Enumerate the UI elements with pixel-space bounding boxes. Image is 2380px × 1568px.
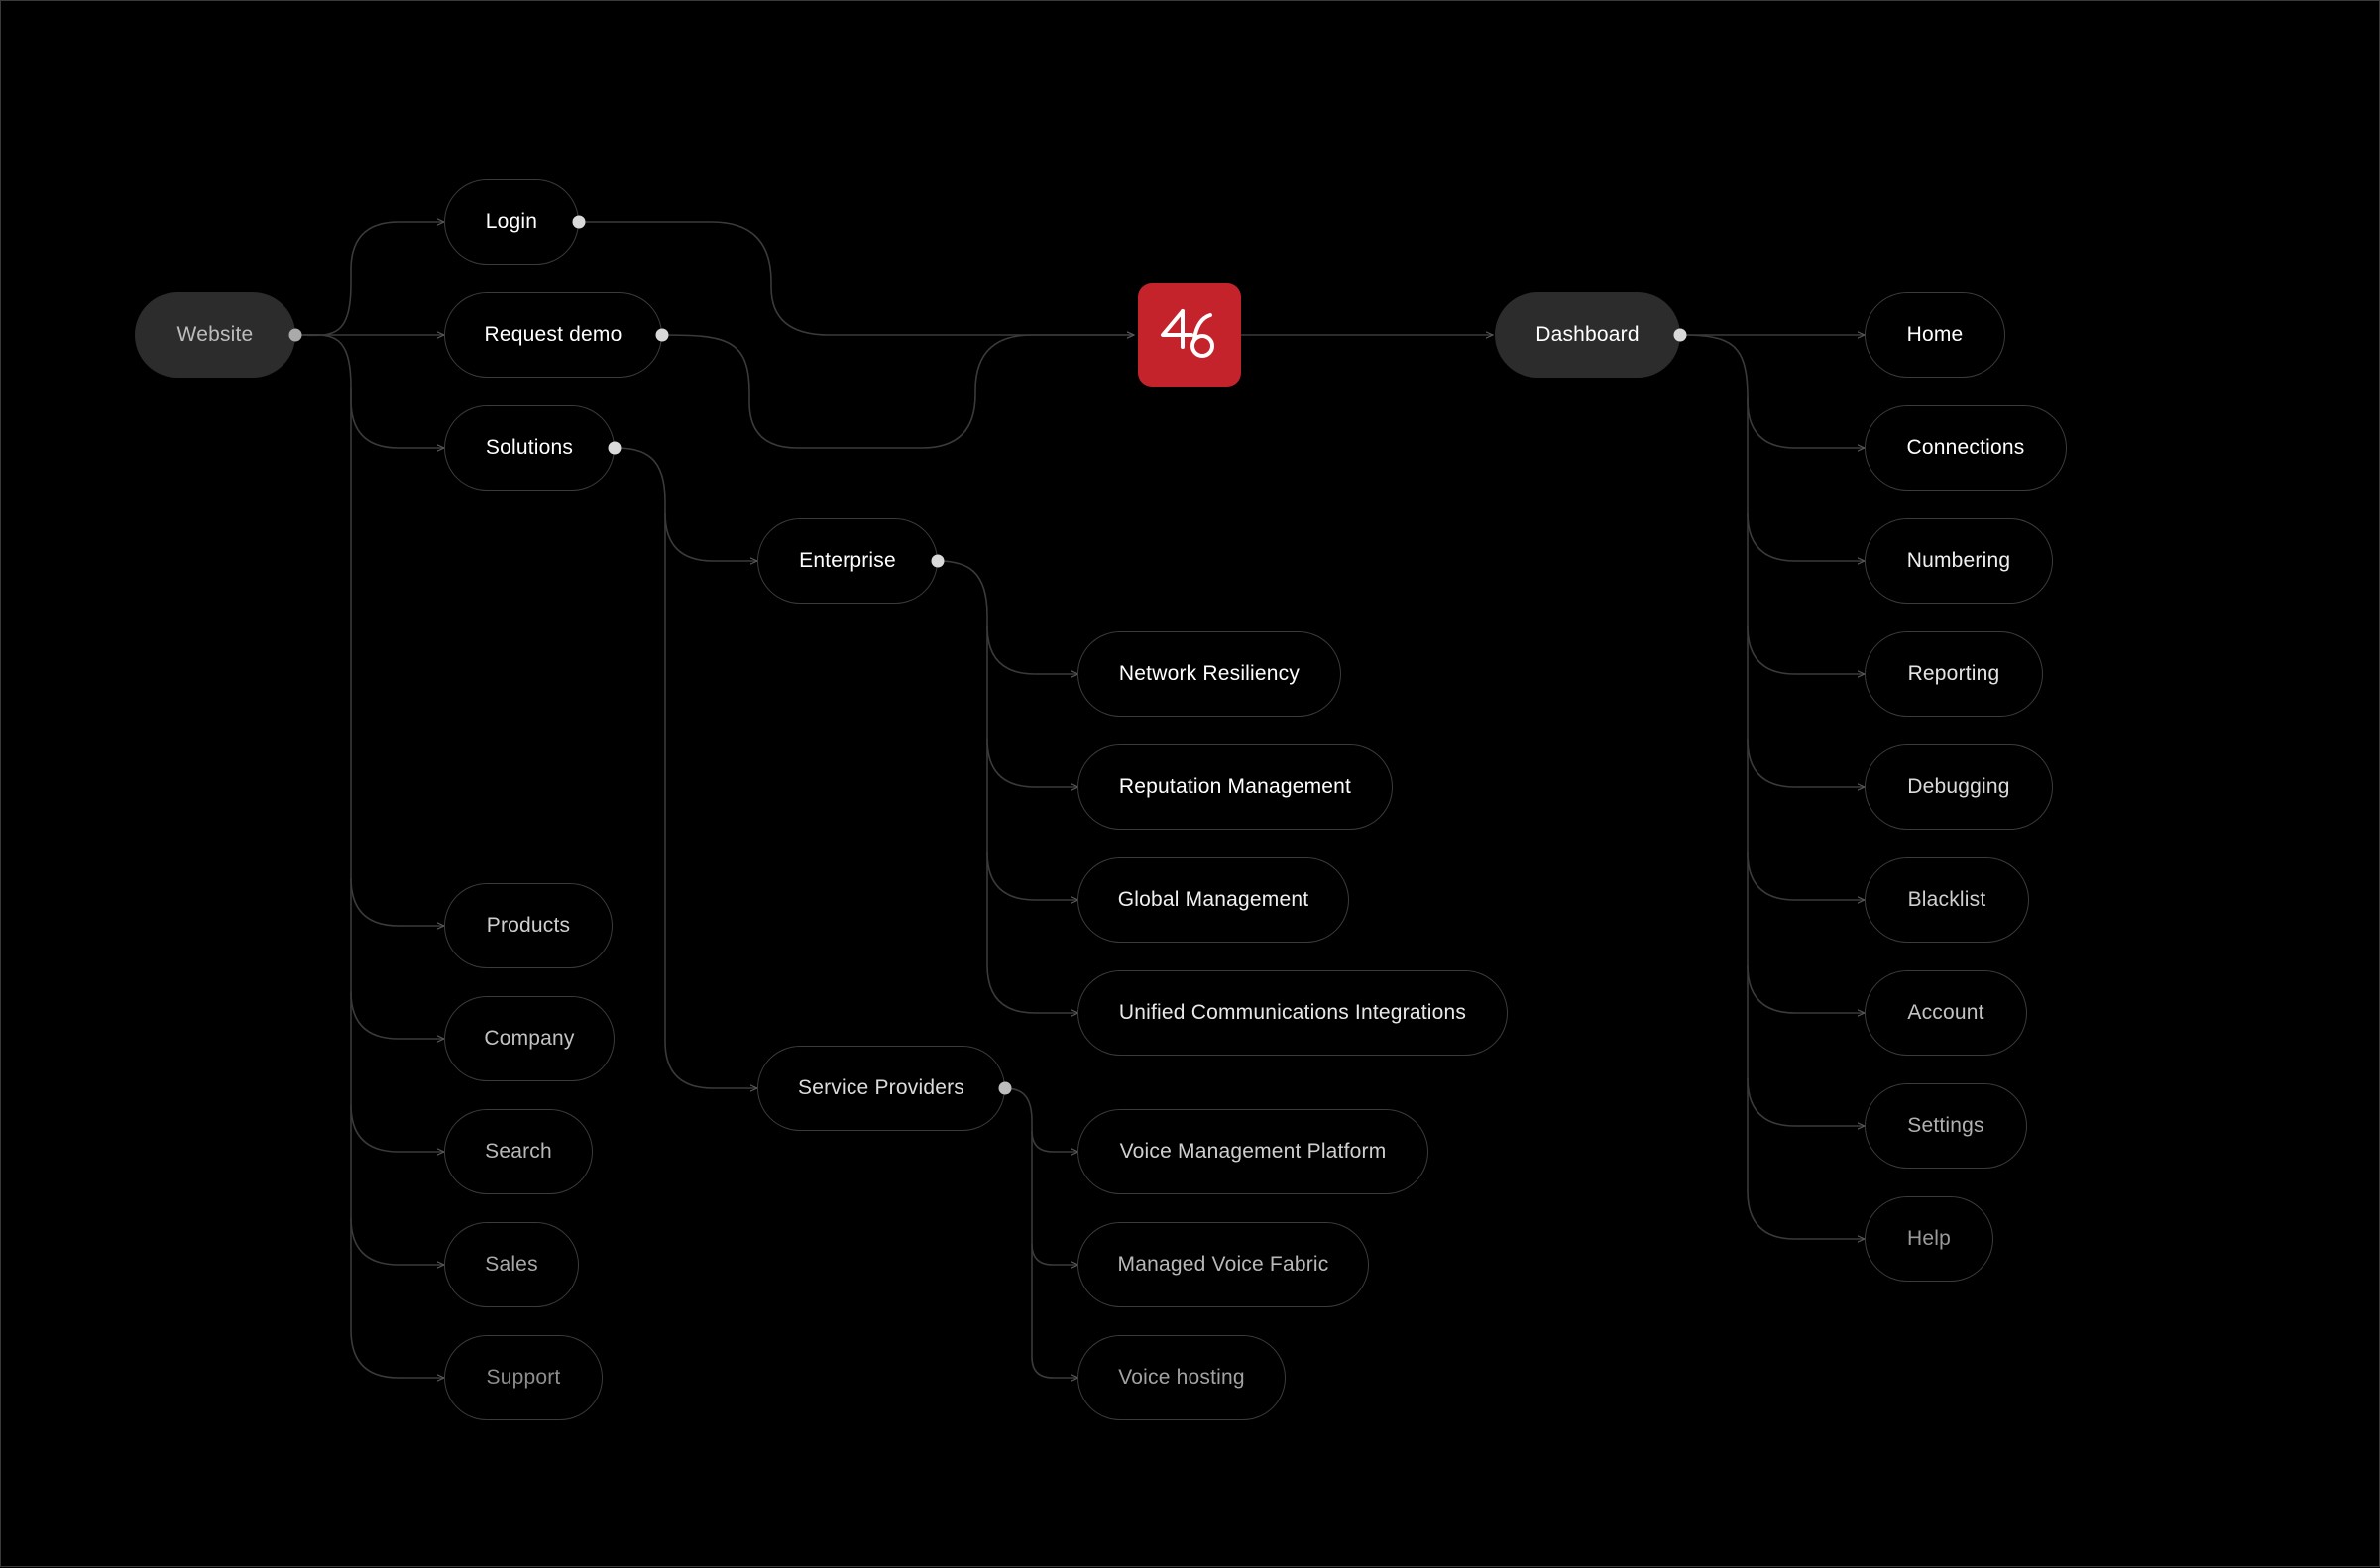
node-voice-hosting[interactable]: Voice hosting: [1077, 1335, 1286, 1420]
link-dashboard-debugging: [1747, 626, 1865, 787]
node-company[interactable]: Company: [444, 996, 615, 1081]
link-enterprise-network: [937, 560, 1077, 674]
link-website-products: [350, 388, 444, 926]
node-support[interactable]: Support: [444, 1335, 603, 1420]
node-reputation-management[interactable]: Reputation Management: [1077, 744, 1393, 830]
node-account[interactable]: Account: [1865, 970, 2027, 1056]
node-help-label: Help: [1907, 1227, 1951, 1250]
node-home-label: Home: [1906, 323, 1964, 346]
node-sales[interactable]: Sales: [444, 1222, 579, 1307]
connector-dot-solutions: [608, 441, 622, 455]
node-managed-voice-fabric[interactable]: Managed Voice Fabric: [1077, 1222, 1369, 1307]
node-global-management-label: Global Management: [1117, 888, 1309, 911]
node-support-label: Support: [486, 1366, 561, 1389]
node-search[interactable]: Search: [444, 1109, 593, 1194]
node-solutions[interactable]: Solutions: [444, 405, 615, 491]
link-enterprise-reputation: [986, 626, 1077, 787]
node-help[interactable]: Help: [1865, 1196, 1993, 1282]
link-login-logo: [579, 221, 1134, 335]
node-reporting-label: Reporting: [1907, 662, 2000, 685]
node-reporting[interactable]: Reporting: [1865, 631, 2043, 717]
link-dashboard-help: [1747, 1078, 1865, 1239]
46-logo-icon[interactable]: [1138, 283, 1241, 387]
node-search-label: Search: [485, 1140, 552, 1163]
node-login[interactable]: Login: [444, 179, 579, 265]
link-dashboard-reporting: [1747, 513, 1865, 674]
node-settings[interactable]: Settings: [1865, 1083, 2027, 1169]
node-voice-management-platform-label: Voice Management Platform: [1119, 1140, 1387, 1163]
node-debugging[interactable]: Debugging: [1865, 744, 2053, 830]
node-request-demo-label: Request demo: [484, 323, 623, 346]
node-settings-label: Settings: [1907, 1114, 1984, 1137]
node-voice-hosting-label: Voice hosting: [1118, 1366, 1245, 1389]
link-solutions-service-providers: [664, 513, 757, 1088]
node-connections[interactable]: Connections: [1865, 405, 2067, 491]
node-network-resiliency-label: Network Resiliency: [1118, 662, 1301, 685]
link-dashboard-blacklist: [1747, 739, 1865, 900]
node-website[interactable]: Website: [135, 292, 295, 378]
link-dashboard-account: [1747, 852, 1865, 1013]
node-enterprise[interactable]: Enterprise: [757, 518, 938, 604]
link-request-demo-logo: [661, 335, 1134, 449]
link-website-company: [350, 878, 444, 1039]
link-dashboard-numbering: [1747, 397, 1865, 561]
link-website-sales: [350, 1105, 444, 1265]
link-dashboard-connections: [1679, 334, 1865, 448]
node-sales-label: Sales: [485, 1253, 538, 1276]
node-reputation-management-label: Reputation Management: [1118, 775, 1352, 798]
node-products[interactable]: Products: [444, 883, 613, 968]
connector-dot-dashboard: [1673, 328, 1687, 342]
node-numbering[interactable]: Numbering: [1865, 518, 2053, 604]
node-global-management[interactable]: Global Management: [1077, 857, 1349, 943]
connector-dot-request-demo: [655, 328, 669, 342]
node-website-label: Website: [176, 323, 254, 346]
connector-dot-website: [288, 328, 302, 342]
node-blacklist[interactable]: Blacklist: [1865, 857, 2029, 943]
node-numbering-label: Numbering: [1906, 549, 2011, 572]
node-dashboard[interactable]: Dashboard: [1495, 292, 1680, 378]
connector-dot-enterprise: [931, 554, 945, 568]
node-debugging-label: Debugging: [1907, 775, 2010, 798]
node-unified-communications-label: Unified Communications Integrations: [1118, 1001, 1467, 1024]
link-sp-voice-management: [1004, 1087, 1077, 1152]
link-website-solutions: [294, 333, 444, 448]
link-website-support: [350, 1218, 444, 1378]
node-login-label: Login: [485, 210, 538, 233]
node-account-label: Account: [1907, 1001, 1984, 1024]
node-network-resiliency[interactable]: Network Resiliency: [1077, 631, 1341, 717]
link-enterprise-unified: [986, 852, 1077, 1013]
node-unified-communications[interactable]: Unified Communications Integrations: [1077, 970, 1508, 1056]
node-enterprise-label: Enterprise: [799, 549, 896, 572]
node-voice-management-platform[interactable]: Voice Management Platform: [1077, 1109, 1428, 1194]
node-connections-label: Connections: [1906, 436, 2025, 459]
node-dashboard-label: Dashboard: [1535, 323, 1640, 346]
node-blacklist-label: Blacklist: [1907, 888, 1986, 911]
node-solutions-label: Solutions: [485, 436, 574, 459]
node-products-label: Products: [486, 914, 571, 937]
node-service-providers-label: Service Providers: [798, 1076, 964, 1099]
46-logo-glyph: [1161, 309, 1214, 358]
node-managed-voice-fabric-label: Managed Voice Fabric: [1117, 1253, 1329, 1276]
link-enterprise-global: [986, 739, 1077, 900]
node-company-label: Company: [484, 1027, 575, 1050]
node-home[interactable]: Home: [1865, 292, 2005, 378]
connector-dot-login: [572, 215, 586, 229]
node-request-demo[interactable]: Request demo: [444, 292, 662, 378]
link-website-search: [350, 992, 444, 1152]
link-website-login: [294, 222, 444, 337]
link-sp-voice-hosting: [1031, 1244, 1077, 1378]
link-solutions-enterprise: [614, 447, 757, 561]
link-dashboard-settings: [1747, 965, 1865, 1126]
node-service-providers[interactable]: Service Providers: [757, 1046, 1005, 1131]
connector-dot-service-providers: [998, 1081, 1012, 1095]
